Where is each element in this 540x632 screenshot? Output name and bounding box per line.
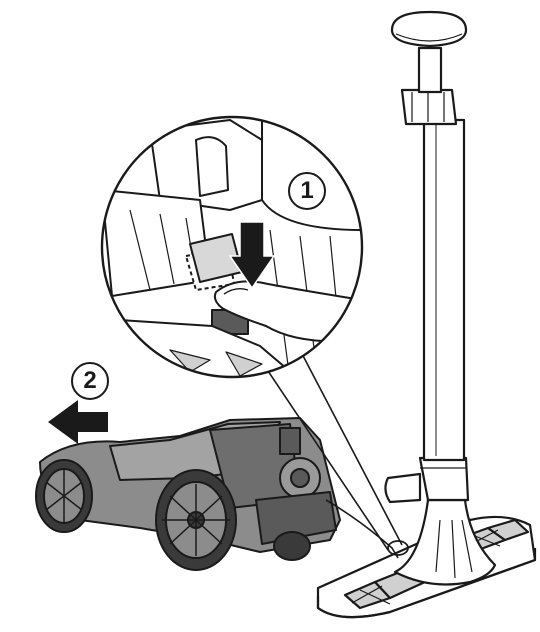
- step-1-badge: 1: [288, 172, 326, 210]
- pole-shaft: [422, 118, 466, 462]
- robot-cleaner: [35, 417, 399, 571]
- caddy-stand: [316, 10, 537, 619]
- zoom-target: [387, 540, 409, 556]
- arrow-left-icon: [48, 400, 108, 444]
- side-hook: [384, 472, 422, 504]
- pole-collar: [418, 456, 470, 502]
- pole-knob: [390, 10, 468, 48]
- arrow-down-icon: [228, 221, 276, 290]
- detail-circle: [100, 115, 364, 379]
- pole-top-collar: [400, 88, 458, 126]
- zoom-leader-lines: [261, 349, 403, 551]
- step-2-badge: 2: [71, 362, 109, 400]
